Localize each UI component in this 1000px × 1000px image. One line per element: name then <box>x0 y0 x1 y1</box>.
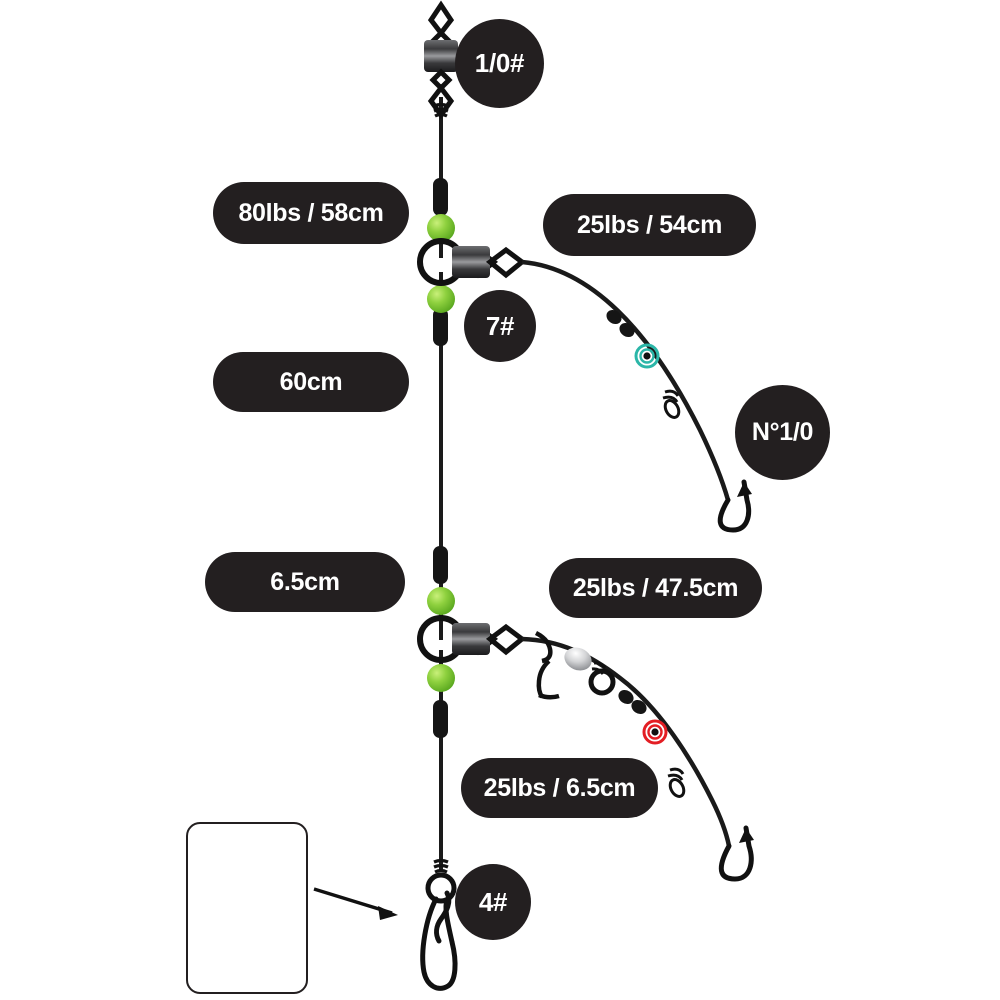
badge-bottom-clip-size: 4# <box>455 864 531 940</box>
green-bead <box>427 285 455 313</box>
hook-knot <box>667 767 686 798</box>
badge-short-section-length: 6.5cm <box>205 552 405 612</box>
crimp-sleeve <box>433 308 448 346</box>
badge-mid-swivel-size: 7# <box>464 290 536 362</box>
hook-knot <box>662 389 681 419</box>
lower-stop-assembly <box>427 546 455 738</box>
upper-snood <box>521 259 752 533</box>
badge-upper-hook-size: N°1/0 <box>735 385 830 480</box>
hook <box>718 825 754 882</box>
hook <box>717 479 752 533</box>
lead-inset-box <box>186 822 308 994</box>
bottom-snap-clip <box>420 858 458 991</box>
bait-clip <box>534 630 560 700</box>
badge-mid-section-length: 60cm <box>213 352 409 412</box>
green-bead <box>427 214 455 242</box>
crimp-sleeve <box>433 178 448 216</box>
lower-snood <box>521 630 754 882</box>
green-bead <box>427 664 455 692</box>
crimp-sleeve <box>433 700 448 738</box>
upper-three-way-swivel <box>417 238 527 286</box>
pointer-arrow <box>313 887 398 920</box>
crimp-sleeve <box>433 546 448 584</box>
badge-lower-tail-spec: 25lbs / 6.5cm <box>461 758 658 818</box>
badge-lower-snood-spec: 25lbs / 47.5cm <box>549 558 762 618</box>
red-ring-bead <box>642 719 668 745</box>
lower-three-way-swivel <box>417 615 527 663</box>
silver-bead <box>564 647 592 671</box>
badge-upper-snood-spec: 25lbs / 54cm <box>543 194 756 256</box>
top-swivel <box>424 0 458 120</box>
badge-top-swivel-size: 1/0# <box>455 19 544 108</box>
upper-stop-assembly <box>427 178 455 346</box>
badge-mainline-spec: 80lbs / 58cm <box>213 182 409 244</box>
teal-ring-bead <box>634 343 660 369</box>
green-bead <box>427 587 455 615</box>
